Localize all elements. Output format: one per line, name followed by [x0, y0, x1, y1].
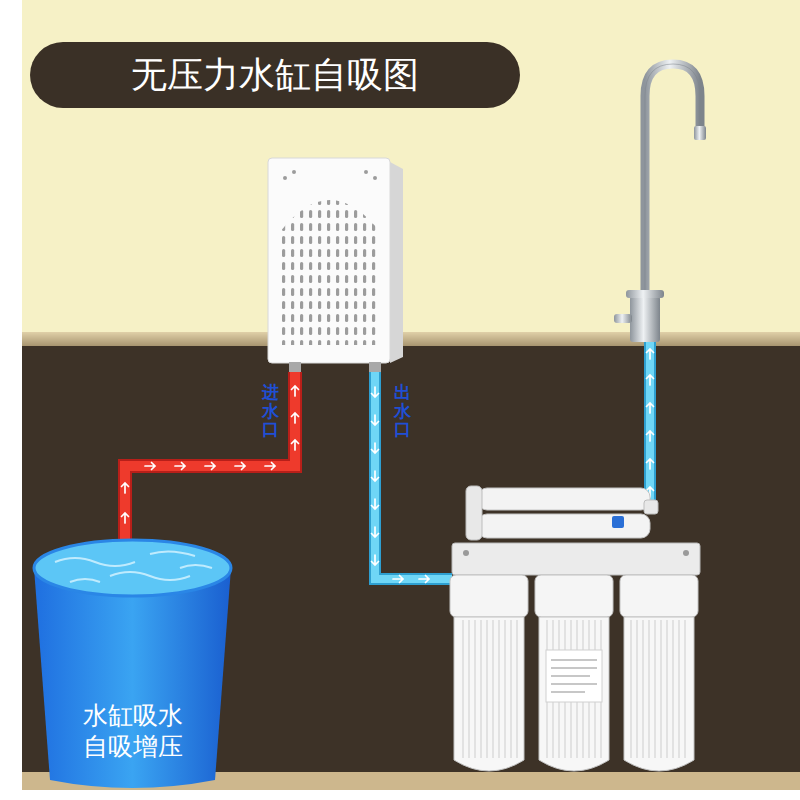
port-label: 出水口 — [394, 383, 411, 439]
outlet-pipe — [372, 372, 453, 583]
faucet-pipe — [647, 342, 654, 508]
title-text: 无压力水缸自吸图 — [131, 53, 419, 96]
water-tank: 水缸吸水 自吸增压 — [30, 528, 235, 788]
filter-unit — [450, 486, 700, 771]
tank-caption: 水缸吸水 自吸增压 — [68, 700, 198, 763]
pump-unit — [268, 158, 403, 372]
room-background — [22, 0, 800, 790]
port-label: 进水口 — [262, 383, 279, 439]
faucet — [614, 64, 706, 342]
